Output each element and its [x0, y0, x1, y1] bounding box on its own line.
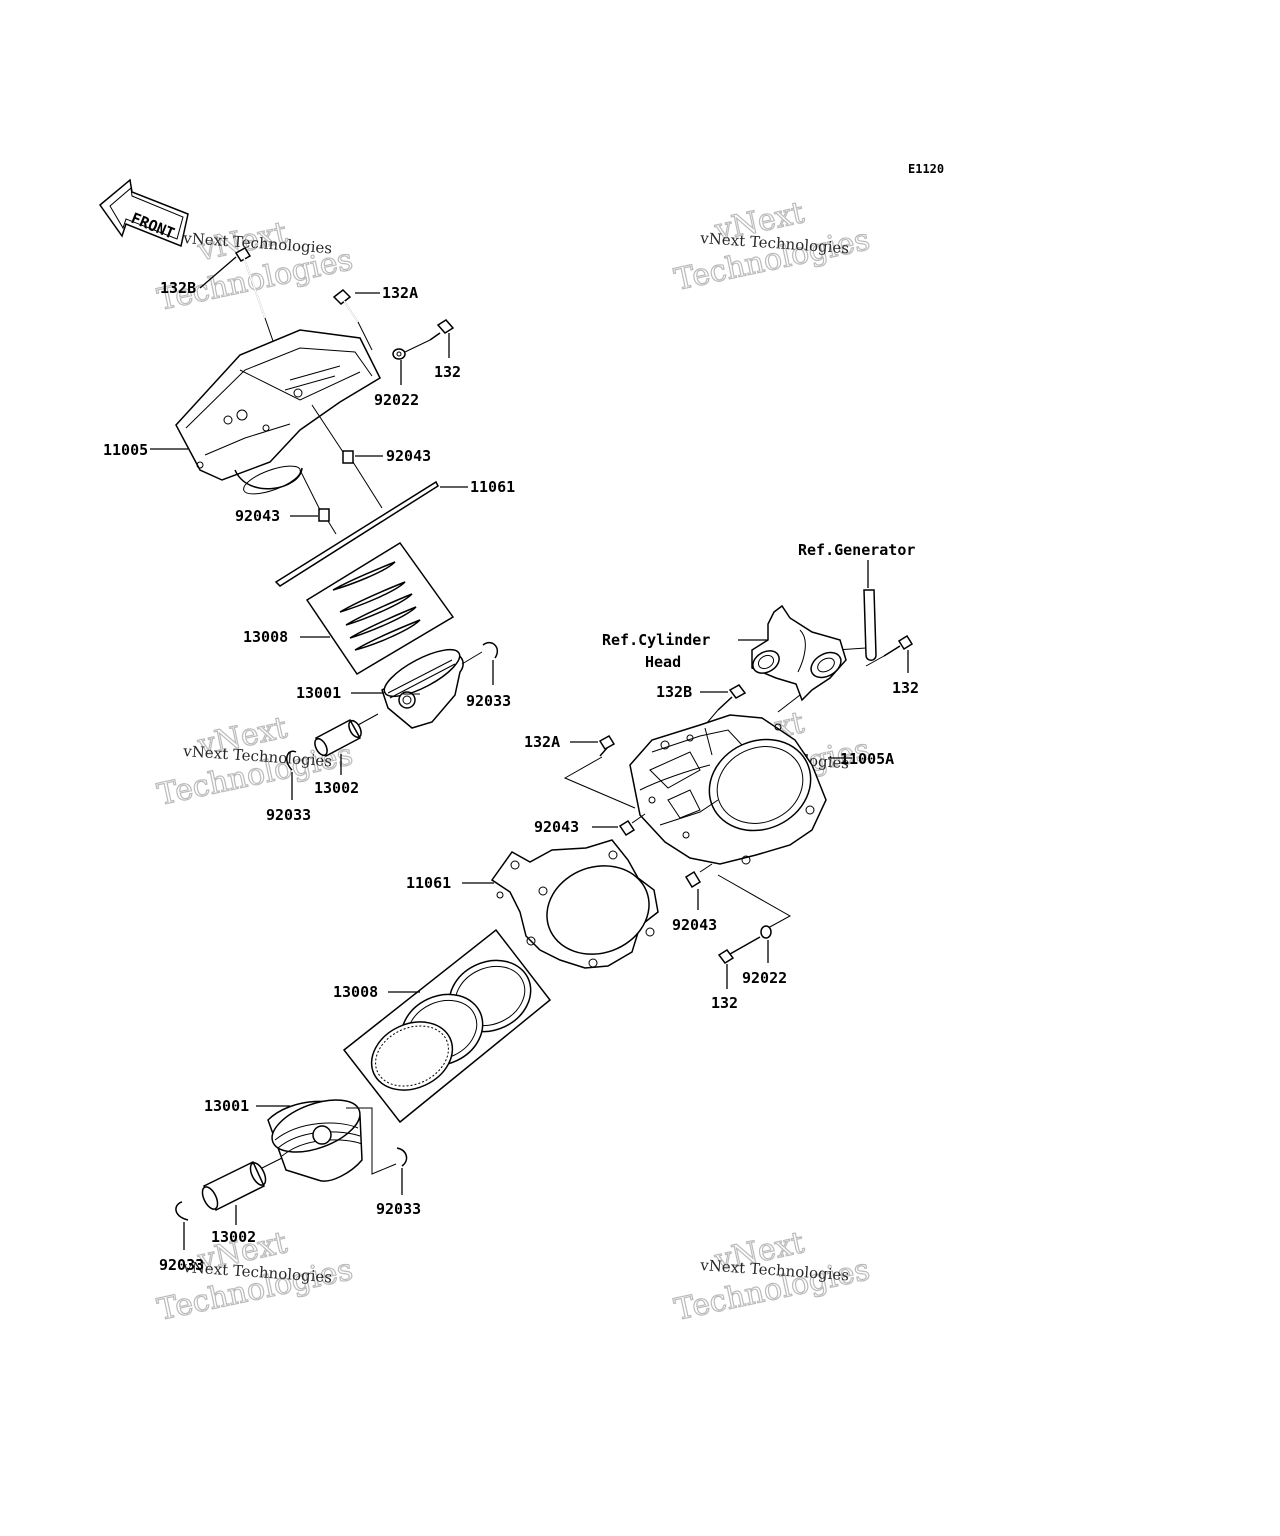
callout-132: 132 [434, 363, 461, 381]
front-dowel-92043-left [618, 819, 636, 837]
generator-ref-strap [835, 589, 877, 661]
rear-washer-92022 [392, 348, 406, 360]
callout-ref-cylinder-head: Ref.Cylinder [602, 631, 710, 649]
callout-front-92022: 92022 [742, 969, 787, 987]
rear-ring-set-13008 [305, 541, 455, 676]
callout-front-132-top: 132 [892, 679, 919, 697]
callout-front-13001: 13001 [204, 1097, 249, 1115]
front-dowel-92043-right [684, 870, 702, 889]
front-bolt-132-bottom [717, 936, 761, 965]
callout-front-92043-right: 92043 [672, 916, 717, 934]
front-piston-13001 [267, 1099, 363, 1182]
rear-circlip-92033-left [286, 750, 297, 771]
callout-13002: 13002 [314, 779, 359, 797]
front-bolt-132a [598, 734, 616, 757]
callout-front-132a: 132A [524, 733, 560, 751]
front-gasket-11061 [490, 839, 659, 969]
front-circlip-92033-right [396, 1147, 408, 1167]
front-pin-13002 [201, 1160, 267, 1212]
watermark: vNext Technologies vNext Technologies [671, 1225, 874, 1329]
rear-dowel-92043-right [342, 450, 354, 464]
cylinder-head-ref-part [751, 604, 847, 702]
callout-132b: 132B [160, 279, 196, 297]
rear-bolt-132 [404, 319, 455, 353]
callout-front-92033-right: 92033 [376, 1200, 421, 1218]
front-bolt-132-top [865, 634, 914, 667]
front-circlip-92033-left [175, 1201, 189, 1221]
callout-92033-left: 92033 [266, 806, 311, 824]
rear-circlip-92033-right [482, 641, 499, 659]
callout-92043-left: 92043 [235, 507, 280, 525]
callout-11061: 11061 [470, 478, 515, 496]
callout-front-11061: 11061 [406, 874, 451, 892]
front-ring-set-13008 [342, 928, 552, 1124]
callout-ref-cylinder-head-2: Head [645, 653, 681, 671]
rear-pin-13002 [314, 718, 362, 758]
callout-front-13002: 13002 [211, 1228, 256, 1246]
callout-13008: 13008 [243, 628, 288, 646]
callout-front-132-bottom: 132 [711, 994, 738, 1012]
rear-dowel-92043-left [318, 508, 330, 522]
callout-132a: 132A [382, 284, 418, 302]
callout-front-132b: 132B [656, 683, 692, 701]
front-cylinder-11005a [629, 714, 827, 865]
callout-front-11005a: 11005A [840, 750, 894, 768]
callout-front-92043-left: 92043 [534, 818, 579, 836]
rear-piston-13001 [381, 648, 464, 729]
rear-bolt-132a [332, 289, 373, 351]
callout-13001: 13001 [296, 684, 341, 702]
diagram-code: E1120 [908, 162, 944, 176]
callout-92022: 92022 [374, 391, 419, 409]
rear-gasket-11061 [274, 480, 439, 587]
callout-92043-right: 92043 [386, 447, 431, 465]
front-washer-92022 [760, 925, 772, 939]
callout-ref-generator: Ref.Generator [798, 541, 915, 559]
rear-cylinder-11005 [175, 329, 381, 495]
callout-front-13008: 13008 [333, 983, 378, 1001]
watermark: vNext Technologies vNext Technologies [671, 195, 874, 299]
callout-11005: 11005 [103, 441, 148, 459]
front-arrow-icon: FRONT [98, 178, 189, 248]
callout-front-92033-left: 92033 [159, 1256, 204, 1274]
callout-92033-right: 92033 [466, 692, 511, 710]
